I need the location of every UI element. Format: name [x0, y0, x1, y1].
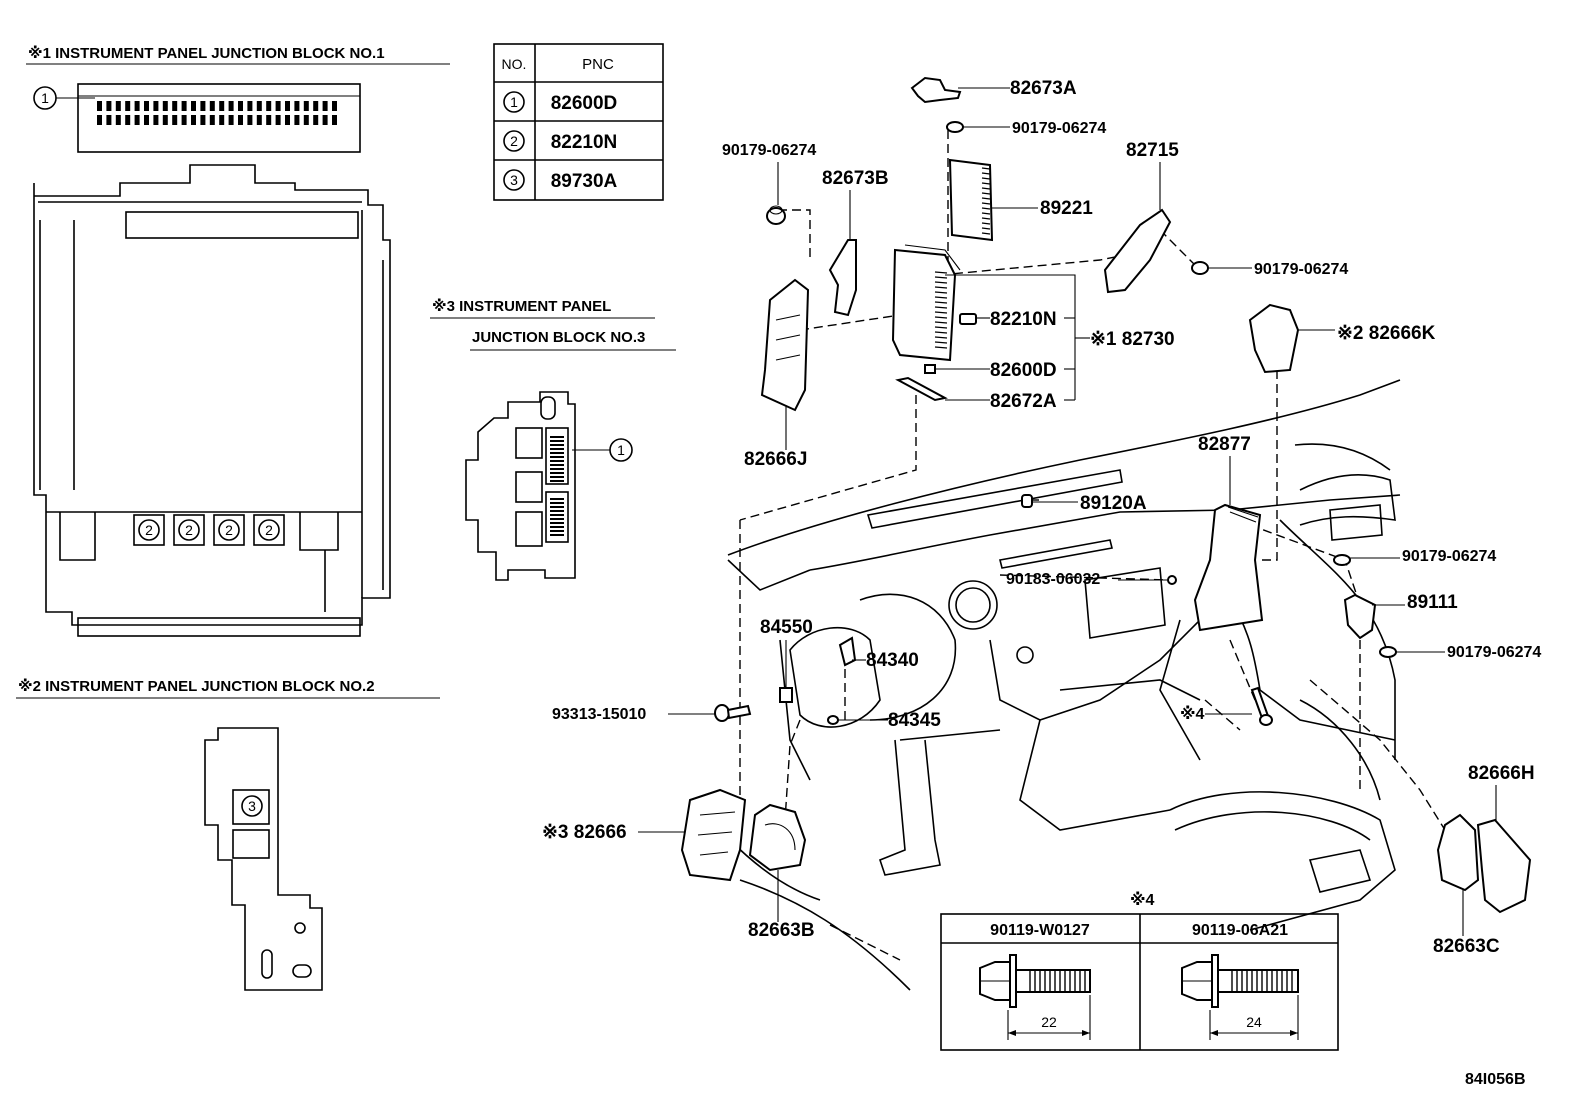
part-82663B — [748, 803, 807, 872]
bolt-1-length: 22 — [1041, 1014, 1057, 1030]
bolt-detail-table: ※4 90119-W0127 90119-06A21 22 — [940, 891, 1339, 1051]
svg-text:3: 3 — [510, 172, 518, 188]
pnc-row-2: 82210N — [551, 132, 618, 153]
jb3-body: 1 — [465, 391, 633, 581]
label-82666H: 82666H — [1468, 763, 1535, 784]
part-82730-box — [891, 244, 961, 362]
instrument-panel-sketch — [727, 379, 1401, 991]
jb1-heading: ※1 INSTRUMENT PANEL JUNCTION BLOCK NO.1 — [28, 44, 385, 62]
label-90179-mid: 90179-06274 — [1402, 548, 1496, 565]
label-82673B: 82673B — [822, 168, 889, 189]
jb1-main-body: 2 2 2 2 — [33, 164, 391, 637]
part-89111 — [1343, 593, 1377, 640]
label-93313: 93313-15010 — [552, 706, 646, 723]
svg-text:1: 1 — [41, 90, 49, 106]
bolt-2-length: 24 — [1246, 1014, 1262, 1030]
label-82663C: 82663C — [1433, 936, 1500, 957]
figure-id: 84I056B — [1465, 1071, 1526, 1088]
part-nut-top — [946, 121, 964, 133]
jb3-heading-2: JUNCTION BLOCK NO.3 — [472, 329, 645, 346]
bolt-col-2: 90119-06A21 — [1192, 922, 1288, 939]
part-89221 — [948, 158, 994, 242]
part-82673A — [910, 76, 962, 104]
part-bolt-4 — [1250, 686, 1273, 726]
label-82666K: ※2 82666K — [1337, 323, 1436, 344]
part-nut-left — [766, 205, 786, 225]
part-nut-right — [1191, 261, 1209, 275]
label-84340: 84340 — [866, 650, 919, 671]
jb2-heading: ※2 INSTRUMENT PANEL JUNCTION BLOCK NO.2 — [18, 677, 375, 695]
part-82673B — [828, 239, 857, 317]
part-82666J — [760, 278, 810, 412]
jb1-connectors-2: 2 2 2 2 — [133, 514, 285, 546]
jb1-top-view: 1 — [33, 83, 361, 153]
label-89221: 89221 — [1040, 198, 1093, 219]
label-ref-4: ※4 — [1180, 705, 1205, 723]
svg-text:2: 2 — [225, 522, 233, 538]
part-82666 — [680, 788, 747, 882]
label-90179-low: 90179-06274 — [1447, 644, 1541, 661]
part-84550 — [779, 687, 793, 703]
part-82715 — [1103, 208, 1172, 294]
pnc-col-pnc: PNC — [582, 56, 614, 73]
part-82210N — [959, 313, 977, 325]
part-82666H — [1476, 818, 1532, 914]
part-nut-low — [1379, 646, 1397, 658]
part-labels: 82673A 90179-06274 90179-06274 82673B 89… — [542, 78, 1541, 957]
bolt-2-drawing: 24 — [1181, 954, 1299, 1040]
label-84550: 84550 — [760, 617, 813, 638]
label-89120A: 89120A — [1080, 493, 1147, 514]
label-84345: 84345 — [888, 710, 941, 731]
label-82663B: 82663B — [748, 920, 815, 941]
part-nut-mid — [1333, 554, 1351, 566]
part-84340 — [838, 636, 857, 667]
svg-text:2: 2 — [510, 133, 518, 149]
svg-text:2: 2 — [185, 522, 193, 538]
part-82666K — [1248, 303, 1300, 374]
svg-text:2: 2 — [265, 522, 273, 538]
pnc-table: NO. PNC 1 82600D 2 82210N 3 89730A — [493, 43, 664, 201]
pnc-row-3: 89730A — [551, 171, 618, 192]
part-93313-bolt — [714, 704, 752, 722]
jb3-heading-1: ※3 INSTRUMENT PANEL — [432, 297, 611, 315]
part-84345 — [827, 715, 839, 725]
bolt-col-1: 90119-W0127 — [990, 922, 1090, 939]
pnc-row-1: 82600D — [551, 93, 618, 114]
svg-text:1: 1 — [510, 94, 518, 110]
bolt-1-drawing: 22 — [979, 954, 1091, 1040]
label-82666: ※3 82666 — [542, 822, 627, 843]
svg-text:2: 2 — [145, 522, 153, 538]
label-90179-left: 90179-06274 — [722, 142, 816, 159]
label-82715: 82715 — [1126, 140, 1179, 161]
label-82673A: 82673A — [1010, 78, 1077, 99]
bolt-table-heading: ※4 — [1130, 891, 1155, 909]
svg-text:3: 3 — [248, 798, 256, 814]
part-82600D — [924, 364, 936, 374]
label-90179-right: 90179-06274 — [1254, 261, 1348, 278]
svg-text:1: 1 — [617, 442, 625, 458]
pnc-col-no: NO. — [502, 56, 527, 72]
label-90179-top: 90179-06274 — [1012, 120, 1106, 137]
part-82663C — [1436, 813, 1480, 892]
label-82600D: 82600D — [990, 360, 1057, 381]
part-90183-clip — [1167, 575, 1177, 585]
label-82666J: 82666J — [744, 449, 807, 470]
label-89111: 89111 — [1407, 592, 1458, 613]
part-82672A — [895, 376, 948, 402]
part-82877 — [1193, 503, 1264, 632]
jb2-body: 3 — [204, 727, 323, 991]
label-82877: 82877 — [1198, 434, 1251, 455]
label-82210N: 82210N — [990, 309, 1057, 330]
label-90183: 90183-06032 — [1006, 571, 1100, 588]
part-89120A — [1021, 494, 1033, 508]
label-82672A: 82672A — [990, 391, 1057, 412]
label-82730: ※1 82730 — [1090, 329, 1175, 350]
